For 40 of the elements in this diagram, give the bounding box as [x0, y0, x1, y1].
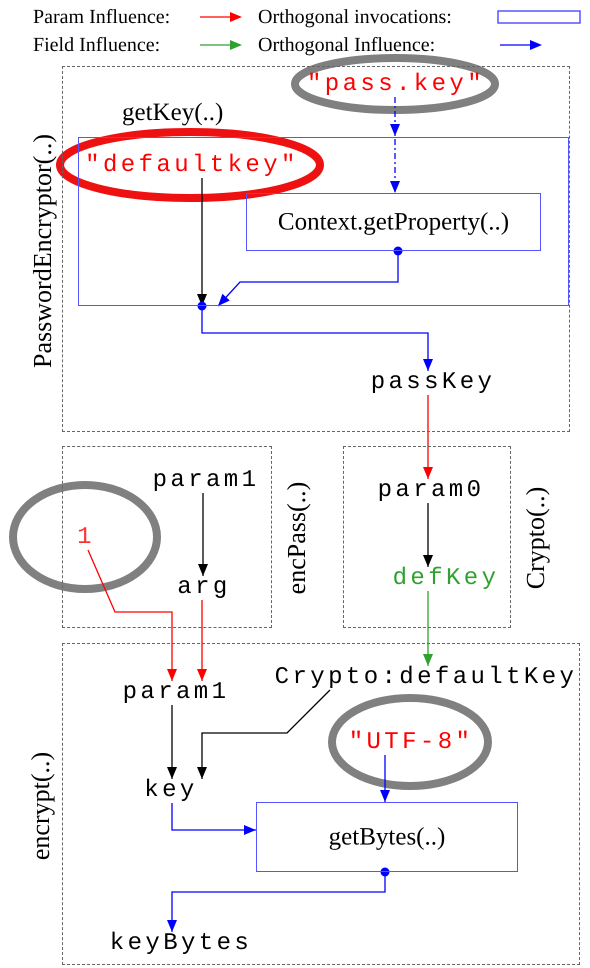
variable-label: param1	[152, 469, 260, 493]
invocation-box	[256, 802, 518, 872]
legend-label: Field Influence:	[33, 35, 160, 55]
arrow	[197, 600, 207, 681]
legend-label: Orthogonal Influence:	[258, 35, 436, 55]
arrow	[423, 395, 433, 479]
legend-label: Param Influence:	[33, 7, 170, 27]
variable-label: passKey	[370, 371, 496, 395]
number-literal: 1	[77, 526, 95, 550]
invocation-label: Context.getProperty(..)	[278, 210, 510, 234]
arrow	[423, 591, 433, 666]
arrow	[198, 302, 433, 371]
field-label: Crypto:defaultKey	[274, 666, 578, 690]
string-literal: "defaultkey"	[85, 154, 299, 178]
invocation-label: getBytes(..)	[328, 824, 446, 850]
method-name: encrypt(..)	[28, 752, 54, 860]
arrow	[87, 550, 177, 681]
method-name: Crypto(..)	[523, 486, 549, 590]
arrow	[171, 803, 256, 835]
field-label: defKey	[392, 567, 500, 591]
variable-label: arg	[177, 576, 231, 600]
variable-label: key	[144, 779, 198, 803]
arrow	[197, 690, 330, 779]
variable-label: keyBytes	[110, 932, 252, 956]
arrow	[380, 755, 390, 802]
variable-label: param1	[122, 681, 230, 705]
string-literal: "pass.key"	[306, 73, 486, 97]
variable-label: param0	[378, 479, 484, 503]
arrow	[423, 503, 433, 567]
string-literal: "UTF-8"	[348, 731, 474, 755]
method-name: encPass(..)	[284, 482, 310, 594]
method-name: getKey(..)	[122, 100, 224, 125]
arrow	[167, 705, 177, 779]
method-name: PasswordEncryptor(..)	[30, 134, 56, 368]
arrow	[390, 97, 400, 193]
invocation-box	[246, 193, 541, 251]
arrow	[167, 868, 390, 932]
legend-label: Orthogonal invocations:	[258, 7, 452, 27]
arrow	[218, 246, 402, 306]
arrow	[198, 493, 208, 576]
